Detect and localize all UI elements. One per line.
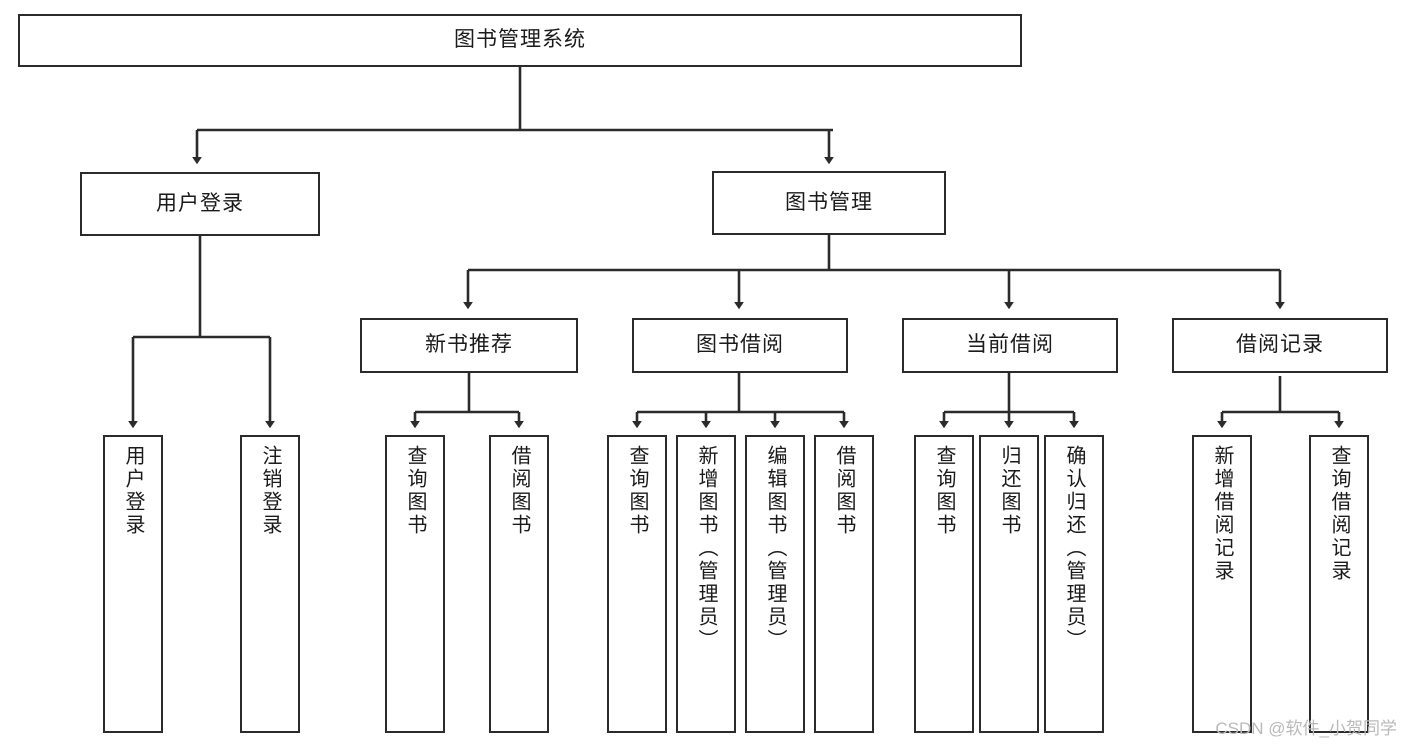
- node-leaf-borrow-book-2[interactable]: 借阅图书: [814, 435, 874, 733]
- node-current-borrow[interactable]: 当前借阅: [902, 318, 1118, 373]
- node-root-label: 图书管理系统: [454, 28, 586, 52]
- node-user-login[interactable]: 用户登录: [80, 172, 320, 236]
- node-new-book-rec-label: 新书推荐: [425, 333, 513, 357]
- node-leaf-add-record[interactable]: 新增借阅记录: [1192, 435, 1252, 733]
- node-book-borrow[interactable]: 图书借阅: [632, 318, 848, 373]
- node-leaf-add-book-label: 新增图书（管理员）: [695, 445, 717, 652]
- node-leaf-query-book-1-label: 查询图书: [404, 445, 426, 537]
- node-leaf-query-book-1[interactable]: 查询图书: [385, 435, 445, 733]
- node-borrow-record-label: 借阅记录: [1236, 333, 1324, 357]
- node-leaf-return-book[interactable]: 归还图书: [979, 435, 1039, 733]
- node-borrow-record[interactable]: 借阅记录: [1172, 318, 1388, 373]
- node-leaf-query-book-2-label: 查询图书: [626, 445, 648, 537]
- node-leaf-user-login[interactable]: 用户登录: [103, 435, 163, 733]
- node-leaf-query-record[interactable]: 查询借阅记录: [1309, 435, 1369, 733]
- node-leaf-query-record-label: 查询借阅记录: [1328, 445, 1350, 583]
- node-current-borrow-label: 当前借阅: [966, 333, 1054, 357]
- node-leaf-return-book-label: 归还图书: [998, 445, 1020, 537]
- node-book-manage-label: 图书管理: [785, 190, 873, 214]
- node-leaf-add-book[interactable]: 新增图书（管理员）: [676, 435, 736, 733]
- node-leaf-confirm-return-label: 确认归还（管理员）: [1063, 445, 1085, 652]
- node-leaf-edit-book[interactable]: 编辑图书（管理员）: [745, 435, 805, 733]
- node-leaf-logout[interactable]: 注销登录: [240, 435, 300, 733]
- node-leaf-query-book-2[interactable]: 查询图书: [607, 435, 667, 733]
- node-leaf-borrow-book-1-label: 借阅图书: [508, 445, 530, 537]
- node-user-login-label: 用户登录: [156, 191, 244, 215]
- node-root[interactable]: 图书管理系统: [18, 14, 1022, 67]
- node-new-book-rec[interactable]: 新书推荐: [360, 318, 578, 373]
- node-leaf-borrow-book-1[interactable]: 借阅图书: [489, 435, 549, 733]
- node-book-manage[interactable]: 图书管理: [712, 171, 946, 235]
- node-leaf-query-book-3[interactable]: 查询图书: [914, 435, 974, 733]
- node-leaf-edit-book-label: 编辑图书（管理员）: [764, 445, 786, 652]
- node-leaf-borrow-book-2-label: 借阅图书: [833, 445, 855, 537]
- node-book-borrow-label: 图书借阅: [696, 333, 784, 357]
- node-leaf-query-book-3-label: 查询图书: [933, 445, 955, 537]
- node-leaf-confirm-return[interactable]: 确认归还（管理员）: [1044, 435, 1104, 733]
- node-leaf-add-record-label: 新增借阅记录: [1211, 445, 1233, 583]
- node-leaf-logout-label: 注销登录: [259, 445, 281, 537]
- node-leaf-user-login-label: 用户登录: [122, 445, 144, 537]
